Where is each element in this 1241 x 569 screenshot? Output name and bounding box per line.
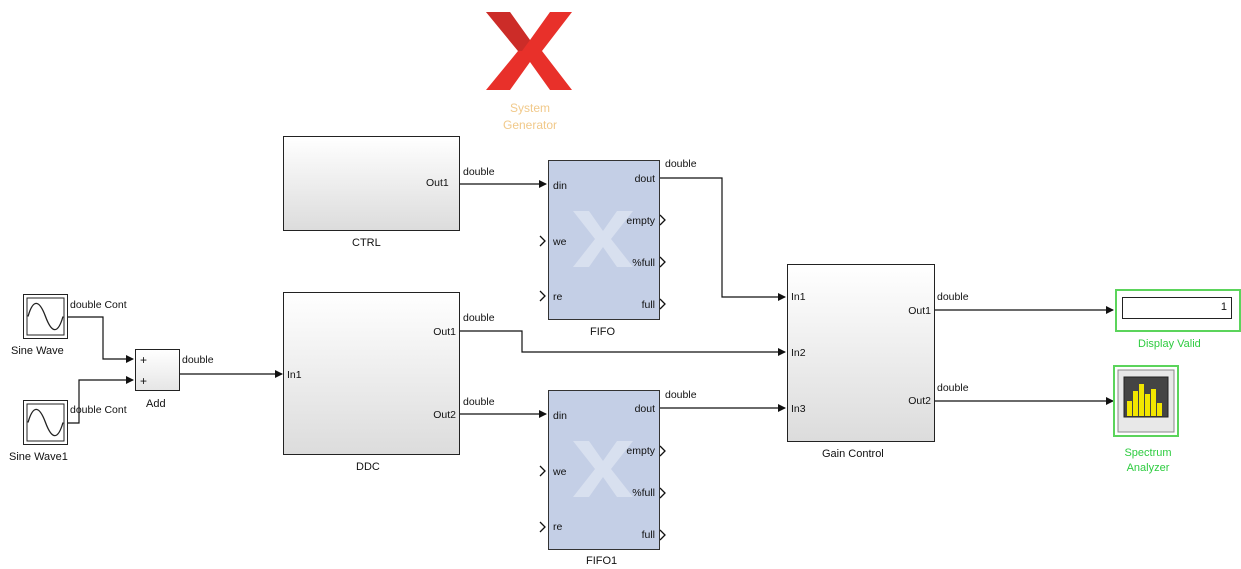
fifo1-re-port: re <box>553 521 563 533</box>
display-valid-title: Display Valid <box>1138 338 1201 350</box>
logo-caption-line2: Generator <box>502 118 558 132</box>
fifo-empty-port: empty <box>626 215 655 227</box>
wire-sine1-add <box>68 376 134 424</box>
fifo1-dout-port: dout <box>634 403 655 415</box>
ddc-block[interactable]: In1 Out1 Out2 <box>283 292 460 455</box>
fifo-title: FIFO <box>590 326 616 338</box>
fifo1-pfull-port: %full <box>632 487 655 499</box>
fifo-xilinx-watermark-icon <box>573 211 633 267</box>
wire-sine-add <box>68 316 134 363</box>
spectrum-analyzer-icon <box>1117 369 1175 433</box>
fifo1-full-port: full <box>641 529 655 541</box>
signal-label-gain-out2: double <box>937 382 969 394</box>
add-title: Add <box>146 398 166 410</box>
fifo-pfull-port: %full <box>632 257 655 269</box>
fifo-dout-port: dout <box>634 173 655 185</box>
sine-wave1-title: Sine Wave1 <box>9 451 68 463</box>
signal-label-ddc-out1: double <box>463 312 495 324</box>
sine-wave-block[interactable] <box>23 294 68 339</box>
fifo-full-port: full <box>641 299 655 311</box>
gain-in3-port: In3 <box>791 403 806 415</box>
wire-ddc-out1-gain-in2 <box>460 330 786 356</box>
ctrl-title: CTRL <box>352 237 381 249</box>
add-block[interactable]: + + <box>135 349 180 391</box>
signal-label-ctrl-out: double <box>463 166 495 178</box>
wire-fifo-gain-in1 <box>660 177 786 301</box>
signal-label-fifo1-out: double <box>665 389 697 401</box>
spectrum-analyzer-title: Spectrum Analyzer <box>1118 446 1178 476</box>
signal-label-fifo-out: double <box>665 158 697 170</box>
spectrum-analyzer-title-line1: Spectrum <box>1124 447 1172 459</box>
ctrl-out1-port: Out1 <box>426 177 449 189</box>
display-valid-block[interactable]: 1 <box>1115 289 1241 332</box>
fifo-din-port: din <box>553 180 568 192</box>
spectrum-analyzer-block[interactable] <box>1113 365 1179 437</box>
ddc-title: DDC <box>356 461 380 473</box>
gain-out1-port: Out1 <box>908 305 931 317</box>
display-valid-field: 1 <box>1122 297 1232 319</box>
fifo1-xilinx-watermark-icon <box>573 441 633 497</box>
logo-caption-line1: System <box>509 101 550 115</box>
gain-in1-port: In1 <box>791 291 806 303</box>
spectrum-analyzer-title-line2: Analyzer <box>1126 462 1170 474</box>
sine-wave1-icon <box>26 403 65 442</box>
sine-wave1-block[interactable] <box>23 400 68 445</box>
signal-label-ddc-out2: double <box>463 396 495 408</box>
gain-control-title: Gain Control <box>822 448 884 460</box>
logo-caption: System Generator <box>490 100 570 134</box>
ddc-out1-port: Out1 <box>433 326 456 338</box>
fifo1-din-port: din <box>553 410 568 422</box>
signal-label-sine1-out: double Cont <box>70 404 127 416</box>
gain-out2-port: Out2 <box>908 395 931 407</box>
fifo-re-port: re <box>553 291 563 303</box>
add-plus1: + <box>140 353 148 367</box>
display-valid-value: 1 <box>1220 301 1227 313</box>
xilinx-logo-icon <box>486 12 572 90</box>
gain-control-block[interactable]: In1 In2 In3 Out1 Out2 <box>787 264 935 442</box>
signal-label-add-out: double <box>182 354 214 366</box>
add-plus2: + <box>140 374 148 388</box>
signal-label-gain-out1: double <box>937 291 969 303</box>
fifo1-empty-port: empty <box>626 445 655 457</box>
gain-in2-port: In2 <box>791 347 806 359</box>
ctrl-block[interactable] <box>283 136 460 231</box>
sine-wave-icon <box>26 297 65 336</box>
fifo-we-port: we <box>553 236 567 248</box>
fifo1-block[interactable]: din we re dout empty %full full <box>548 390 660 550</box>
ddc-in1-port: In1 <box>287 369 302 381</box>
sine-wave-title: Sine Wave <box>11 345 64 357</box>
signal-label-sine-out: double Cont <box>70 299 127 311</box>
ddc-out2-port: Out2 <box>433 409 456 421</box>
fifo1-we-port: we <box>553 466 567 478</box>
fifo1-title: FIFO1 <box>586 555 618 567</box>
fifo-block[interactable]: din we re dout empty %full full <box>548 160 660 320</box>
